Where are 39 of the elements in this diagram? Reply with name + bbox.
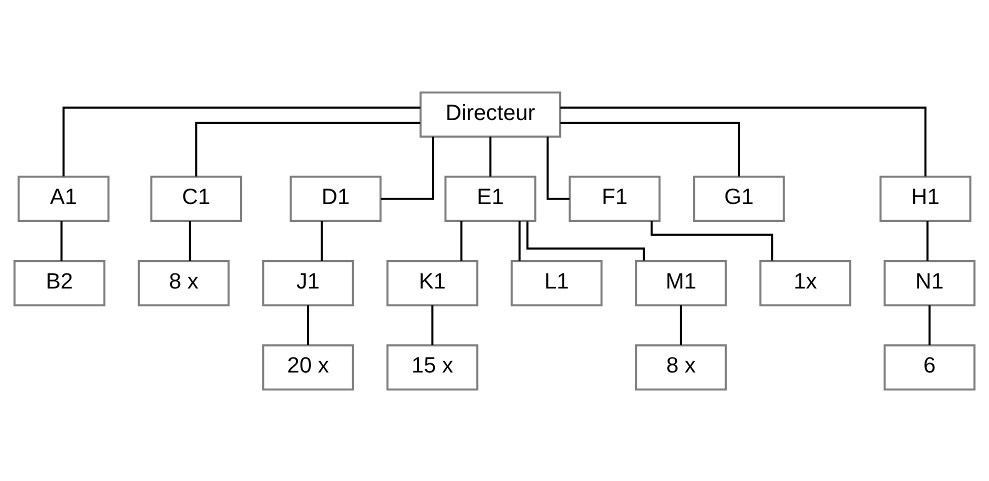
connector (546, 136, 570, 200)
node-box: Directeur (420, 91, 562, 138)
connector (460, 220, 462, 260)
node-box: 8 x (138, 259, 230, 306)
connector (560, 121, 740, 176)
node-box: H1 (880, 175, 972, 222)
node-box: L1 (510, 259, 603, 306)
connector (518, 220, 521, 260)
connector (188, 220, 191, 260)
connector (526, 220, 645, 260)
connector (380, 136, 434, 200)
connector (62, 106, 420, 176)
connector (680, 304, 682, 345)
connector (926, 220, 929, 260)
node-box: K1 (386, 259, 478, 306)
node-box: C1 (150, 175, 242, 222)
node-box: B2 (14, 259, 106, 306)
connector (560, 106, 926, 176)
node-box: 1x (759, 259, 852, 306)
node-box: D1 (290, 175, 382, 222)
connector (195, 121, 420, 176)
node-box: N1 (884, 259, 976, 306)
node-box: 8 x (635, 344, 727, 390)
connector (307, 304, 310, 345)
connector (60, 220, 63, 260)
connector (650, 220, 774, 260)
node-box: 15 x (386, 344, 478, 390)
node-box: A1 (18, 175, 110, 222)
node-box: F1 (568, 175, 661, 222)
node-box: G1 (693, 175, 785, 222)
connector (320, 220, 323, 260)
node-box: J1 (262, 259, 354, 306)
node-box: 6 (884, 344, 976, 390)
connector (928, 304, 931, 345)
connector (489, 136, 492, 176)
node-box: E1 (444, 175, 536, 222)
connector (431, 304, 434, 345)
node-box: M1 (635, 259, 727, 306)
node-box: 20 x (262, 344, 354, 390)
